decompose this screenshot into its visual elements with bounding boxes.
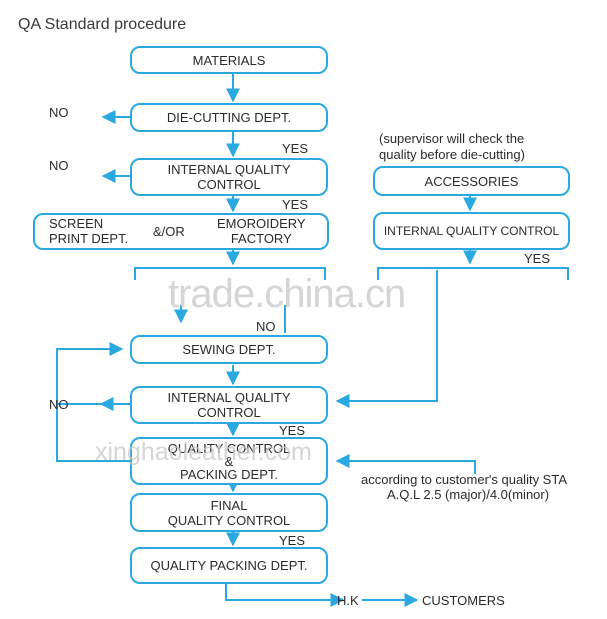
box-quality-packing-label: QUALITY PACKING DEPT.: [150, 558, 308, 573]
yes-label-diecut: YES: [282, 141, 309, 156]
aql-note-line2: A.Q.L 2.5 (major)/4.0(minor): [387, 487, 550, 502]
box-materials: MATERIALS: [130, 46, 328, 74]
yes-label-iqc1: YES: [282, 197, 309, 212]
box-qc-packing-line3: PACKING DEPT.: [179, 466, 278, 482]
box-qc-packing-line1: QUALITY CONTROL: [167, 440, 291, 456]
box-sewing: SEWING DEPT.: [130, 335, 328, 364]
arrow-packing-to-hk: [225, 584, 345, 607]
box-quality-packing: QUALITY PACKING DEPT.: [130, 547, 328, 584]
box-internal-qc-accessories-label: INTERNAL QUALITY CONTROL: [383, 223, 560, 238]
box-internal-qc-1: INTERNAL QUALITY CONTROL: [130, 158, 328, 196]
yes-label-accessories: YES: [524, 251, 551, 266]
page-title: QA Standard procedure: [18, 16, 187, 33]
box-internal-qc-2: INTERNAL QUALITY CONTROL: [130, 386, 328, 424]
box-accessories-label: ACCESSORIES: [424, 173, 519, 189]
embroidery-line1: EMOROIDERY: [217, 216, 306, 231]
aql-note-line1: according to customer's quality STA: [361, 472, 567, 487]
merge-bracket-right: [377, 267, 569, 280]
box-internal-qc-accessories: INTERNAL QUALITY CONTROL: [373, 212, 570, 250]
no-label-merge: NO: [256, 319, 276, 334]
box-accessories: ACCESSORIES: [373, 166, 570, 196]
box-final-qc-line2: QUALITY CONTROL: [167, 512, 291, 528]
box-final-qc-line1: FINAL: [210, 497, 248, 513]
box-internal-qc-1-line1: INTERNAL QUALITY: [167, 162, 291, 177]
and-or-label: &/OR: [153, 224, 185, 239]
supervisor-note-line2: quality before die-cutting): [379, 147, 525, 162]
screen-print-line1: SCREEN: [49, 216, 104, 231]
hk-label: H.K: [337, 593, 359, 608]
watermark-bottom: xinghaoleather.com: [95, 438, 312, 466]
box-die-cutting-label: DIE-CUTTING DEPT.: [166, 110, 292, 125]
box-internal-qc-1-line2: CONTROL: [197, 177, 261, 192]
box-qc-packing: QUALITY CONTROL & PACKING DEPT.: [130, 437, 328, 485]
embroidery-line2: FACTORY: [230, 231, 292, 246]
supervisor-note-line1: (supervisor will check the: [379, 131, 525, 146]
screen-print-line2: PRINT DEPT.: [49, 231, 129, 246]
screen-print-dept: SCREEN PRINT DEPT.: [49, 216, 128, 246]
arrow-accessories-to-iqc2: [335, 270, 438, 408]
arrow-rework-loop-to-sewing: [56, 342, 130, 405]
no-label-iqc1: NO: [49, 158, 69, 173]
no-label-iqc2: NO: [49, 397, 69, 412]
yes-label-iqc2: YES: [279, 423, 306, 438]
box-die-cutting: DIE-CUTTING DEPT.: [130, 103, 328, 132]
line-rework-loop-qcpack: [56, 404, 130, 462]
box-qc-packing-line2: &: [224, 453, 234, 469]
box-final-qc: FINAL QUALITY CONTROL: [130, 493, 328, 532]
merge-bracket-left: [134, 267, 326, 280]
yes-label-final: YES: [279, 533, 306, 548]
box-sewing-label: SEWING DEPT.: [182, 342, 276, 357]
customers-label: CUSTOMERS: [422, 593, 505, 608]
box-materials-label: MATERIALS: [192, 52, 266, 68]
box-screen-embroidery: SCREEN PRINT DEPT. &/OR EMOROIDERY FACTO…: [33, 213, 329, 250]
box-internal-qc-2-line2: CONTROL: [197, 405, 261, 420]
watermark-center: trade.china.cn: [168, 272, 406, 316]
embroidery-factory: EMOROIDERY FACTORY: [217, 216, 306, 246]
no-label-diecut: NO: [49, 105, 69, 120]
arrow-aql-to-qcpack: [335, 454, 476, 474]
box-internal-qc-2-line1: INTERNAL QUALITY: [167, 390, 291, 405]
